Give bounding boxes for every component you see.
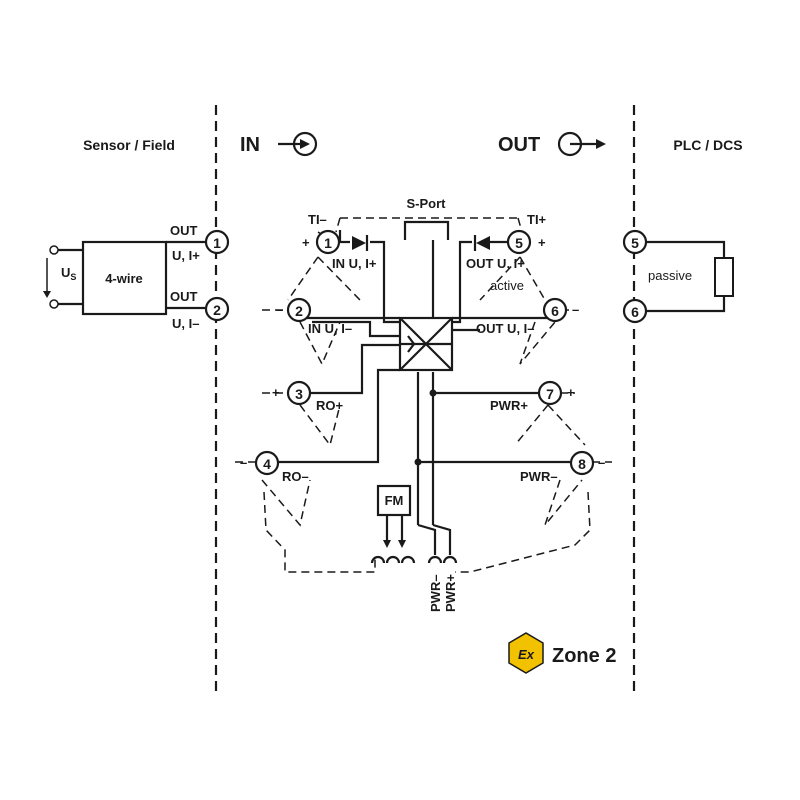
ti-plus-label: TI+ <box>527 212 547 227</box>
solid-wiring <box>278 220 570 555</box>
minus-sign-8: – <box>598 455 605 470</box>
header-sensor-field: Sensor / Field <box>83 137 175 153</box>
ex-badge: Ex <box>508 632 544 674</box>
svg-text:6: 6 <box>551 303 559 319</box>
ro-plus-label: RO+ <box>316 398 344 413</box>
in-arrow-icon <box>278 131 318 157</box>
header-plc-dcs: PLC / DCS <box>673 137 742 153</box>
svg-text:8: 8 <box>578 456 586 472</box>
ex-symbol: Ex <box>518 647 535 662</box>
sensor-terminal-1: 1 <box>204 229 230 255</box>
minus-sign-4: – <box>240 455 247 470</box>
sensor-terminal-2: 2 <box>204 296 230 322</box>
header-in: IN <box>240 134 260 156</box>
out-arrow-icon <box>557 131 606 157</box>
module-terminal-4: 4 <box>254 450 280 476</box>
module-terminal-7: 7 <box>537 380 563 406</box>
pwr-minus-bottom-label: PWR– <box>428 574 443 612</box>
pwr-plus-right-label: PWR+ <box>490 398 528 413</box>
svg-text:1: 1 <box>324 235 332 251</box>
ro-minus-label: RO– <box>282 469 309 484</box>
out-u-i-minus-label: OUT U, I– <box>476 321 535 336</box>
us-supply-input <box>43 245 83 309</box>
svg-text:4: 4 <box>263 456 271 472</box>
svg-text:6: 6 <box>631 304 639 320</box>
svg-text:2: 2 <box>295 303 303 319</box>
plus-sign-5: + <box>538 235 546 250</box>
passive-label: passive <box>648 268 692 283</box>
module-terminal-6: 6 <box>542 297 568 323</box>
module-terminal-8: 8 <box>569 450 595 476</box>
svg-text:5: 5 <box>515 235 523 251</box>
ti-minus-label: TI– <box>308 212 327 227</box>
zone-label: Zone 2 <box>552 645 616 667</box>
plus-sign-3: + <box>272 385 280 400</box>
isolator-block <box>398 316 454 372</box>
bottom-connectors <box>370 555 458 564</box>
passive-resistor <box>714 257 734 297</box>
pwr-minus-right-label: PWR– <box>520 469 558 484</box>
module-terminal-1: 1 <box>315 229 341 255</box>
plc-terminal-6: 6 <box>622 298 648 324</box>
minus-sign-6: – <box>572 302 579 317</box>
active-label: active <box>490 278 524 293</box>
sensor-out2-sub: U, I– <box>172 316 199 331</box>
sensor-out1-sub: U, I+ <box>172 248 200 263</box>
module-terminal-3: 3 <box>286 380 312 406</box>
svg-text:5: 5 <box>631 235 639 251</box>
plus-sign-7: + <box>567 385 575 400</box>
minus-sign-2: – <box>276 302 283 317</box>
sensor-4wire-box <box>81 240 168 316</box>
module-terminal-5: 5 <box>506 229 532 255</box>
sensor-out2-label: OUT <box>170 289 198 304</box>
out-u-i-plus-label: OUT U, I+ <box>466 256 525 271</box>
sensor-out1-label: OUT <box>170 223 198 238</box>
sensor-box-label: 4-wire <box>105 271 143 286</box>
sport-label: S-Port <box>407 196 447 211</box>
fm-label: FM <box>385 493 404 508</box>
header-out: OUT <box>498 134 540 156</box>
ex-hexagon-icon <box>508 632 544 674</box>
module-terminal-2: 2 <box>286 297 312 323</box>
plc-terminal-5: 5 <box>622 229 648 255</box>
plus-sign-1: + <box>302 235 310 250</box>
pwr-plus-bottom-label: PWR+ <box>443 574 458 612</box>
wire-plc-bottom <box>646 296 726 313</box>
fm-box <box>376 484 412 517</box>
in-u-i-plus-label: IN U, I+ <box>332 256 377 271</box>
us-label: US <box>61 265 76 282</box>
svg-text:1: 1 <box>213 235 221 251</box>
wire-plc-top <box>646 240 726 258</box>
svg-text:7: 7 <box>546 386 554 402</box>
in-u-i-minus-label: IN U, I– <box>308 321 352 336</box>
svg-text:3: 3 <box>295 386 303 402</box>
svg-text:2: 2 <box>213 302 221 318</box>
